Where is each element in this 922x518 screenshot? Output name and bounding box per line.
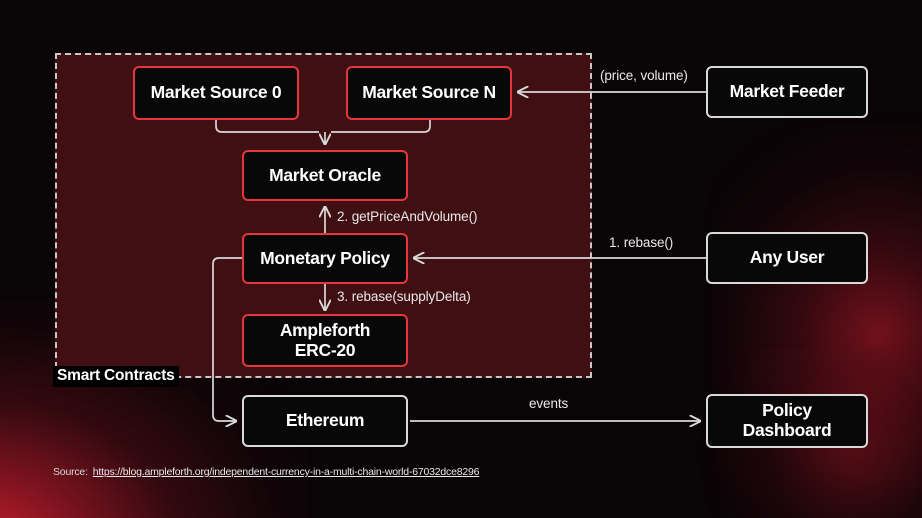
edge-label-rebase-call: 1. rebase() <box>609 235 674 250</box>
source-label: Source: <box>53 466 88 478</box>
edge-label-price-volume: (price, volume) <box>600 68 688 83</box>
node-policy-dashboard[interactable]: Policy Dashboard <box>706 394 868 448</box>
edge-label-rebase-supply-delta: 3. rebase(supplyDelta) <box>337 289 471 304</box>
node-ethereum[interactable]: Ethereum <box>242 395 408 447</box>
node-ampleforth-erc20[interactable]: Ampleforth ERC-20 <box>242 314 408 367</box>
node-market-source-n[interactable]: Market Source N <box>346 66 512 120</box>
edge-label-get-price-and-volume: 2. getPriceAndVolume() <box>337 209 478 224</box>
source-url-link[interactable]: https://blog.ampleforth.org/independent-… <box>92 466 480 478</box>
node-any-user[interactable]: Any User <box>706 232 868 284</box>
node-market-oracle[interactable]: Market Oracle <box>242 150 408 201</box>
node-monetary-policy[interactable]: Monetary Policy <box>242 233 408 284</box>
node-market-source-0[interactable]: Market Source 0 <box>133 66 299 120</box>
source-line: Source: https://blog.ampleforth.org/indep… <box>53 466 480 478</box>
node-market-feeder[interactable]: Market Feeder <box>706 66 868 118</box>
background-glow-right <box>712 120 922 518</box>
edge-label-events: events <box>529 396 569 411</box>
smart-contracts-label: Smart Contracts <box>53 366 179 387</box>
